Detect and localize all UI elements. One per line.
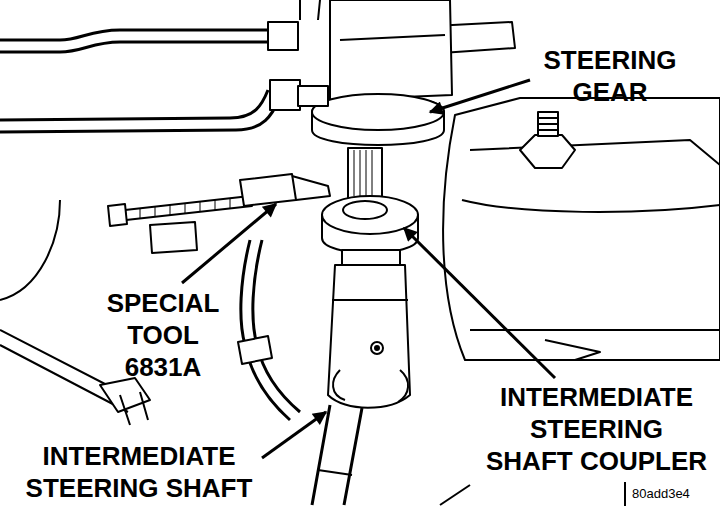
part-label: INTERMEDIATE STEERING SHAFT COUPLER: [484, 381, 709, 477]
part-label: SPECIAL TOOL 6831A: [93, 287, 233, 383]
part-label: STEERING GEAR: [525, 44, 695, 108]
figure-id: 80add3e4: [632, 486, 712, 502]
part-label: INTERMEDIATE STEERING SHAFT: [14, 440, 264, 504]
